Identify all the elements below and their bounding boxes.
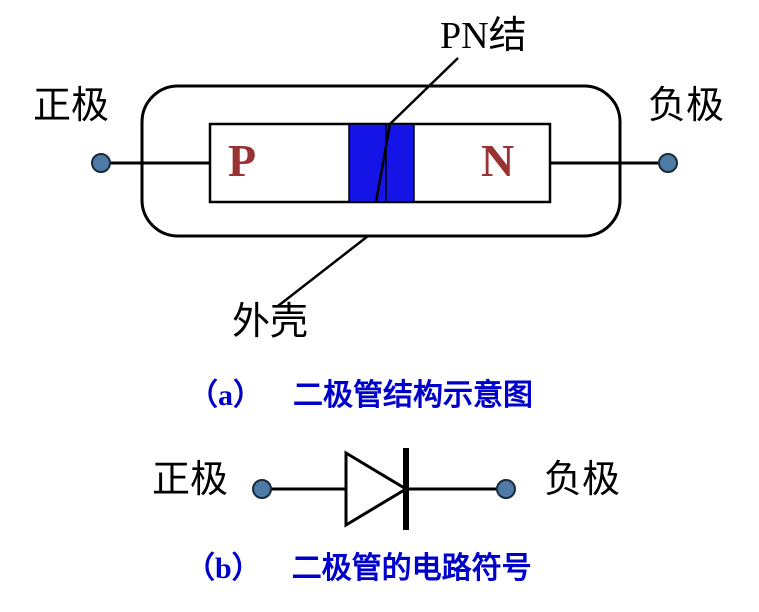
figure-a-caption-text: 二极管结构示意图 (293, 379, 533, 412)
symbol-anode-terminal-dot (252, 479, 272, 499)
cathode-label-b: 负极 (544, 459, 621, 501)
figure-b-caption-index: （b） (185, 552, 262, 585)
anode-terminal-dot (91, 153, 111, 173)
pn-junction-block (348, 123, 415, 203)
pn-junction-pointer-line (374, 57, 459, 203)
diode-shell-outline (140, 84, 622, 238)
cathode-terminal-dot (658, 153, 678, 173)
diode-symbol-triangle (344, 450, 409, 528)
cathode-label-a: 负极 (648, 85, 725, 127)
figure-b-caption-text: 二极管的电路符号 (291, 552, 532, 585)
pn-junction-label: PN结 (440, 15, 527, 57)
anode-label-a: 正极 (33, 85, 110, 127)
diode-symbol-cathode-bar (403, 448, 409, 530)
shell-label: 外壳 (232, 301, 309, 343)
symbol-cathode-terminal-dot (496, 479, 516, 499)
figure-a-caption: （a） 二极管结构示意图 (188, 370, 533, 414)
p-region-label: P (228, 135, 257, 186)
figure-a-caption-index: （a） (188, 379, 263, 412)
anode-label-b: 正极 (152, 459, 229, 501)
n-region-label: N (481, 135, 515, 186)
shell-pointer-line (277, 235, 369, 307)
figure-b-caption: （b） 二极管的电路符号 (185, 543, 532, 587)
